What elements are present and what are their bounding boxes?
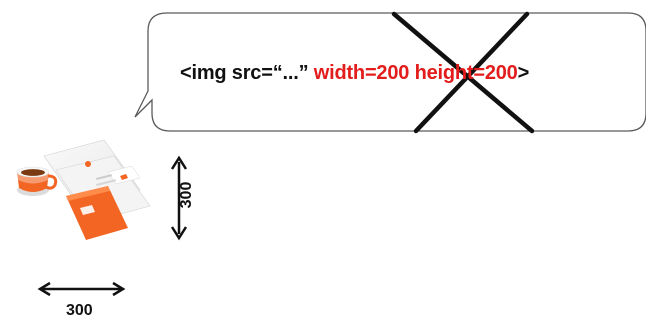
width-attribute: width=200: [313, 62, 410, 84]
height-attribute: height=200: [414, 62, 518, 84]
img-tag-open: <img src=“...”: [180, 62, 314, 84]
width-label: 300: [66, 302, 93, 319]
height-arrow-icon: [170, 155, 188, 241]
width-arrow-icon: [37, 281, 126, 297]
cross-out-x-icon: [391, 11, 535, 134]
height-label: 300: [178, 181, 195, 209]
img-tag-code: <img src=“...” width=200 height=200>: [180, 61, 529, 85]
speech-bubble: [134, 12, 646, 132]
stationery-thumbnail: [16, 139, 151, 240]
img-tag-close: >: [517, 62, 530, 84]
